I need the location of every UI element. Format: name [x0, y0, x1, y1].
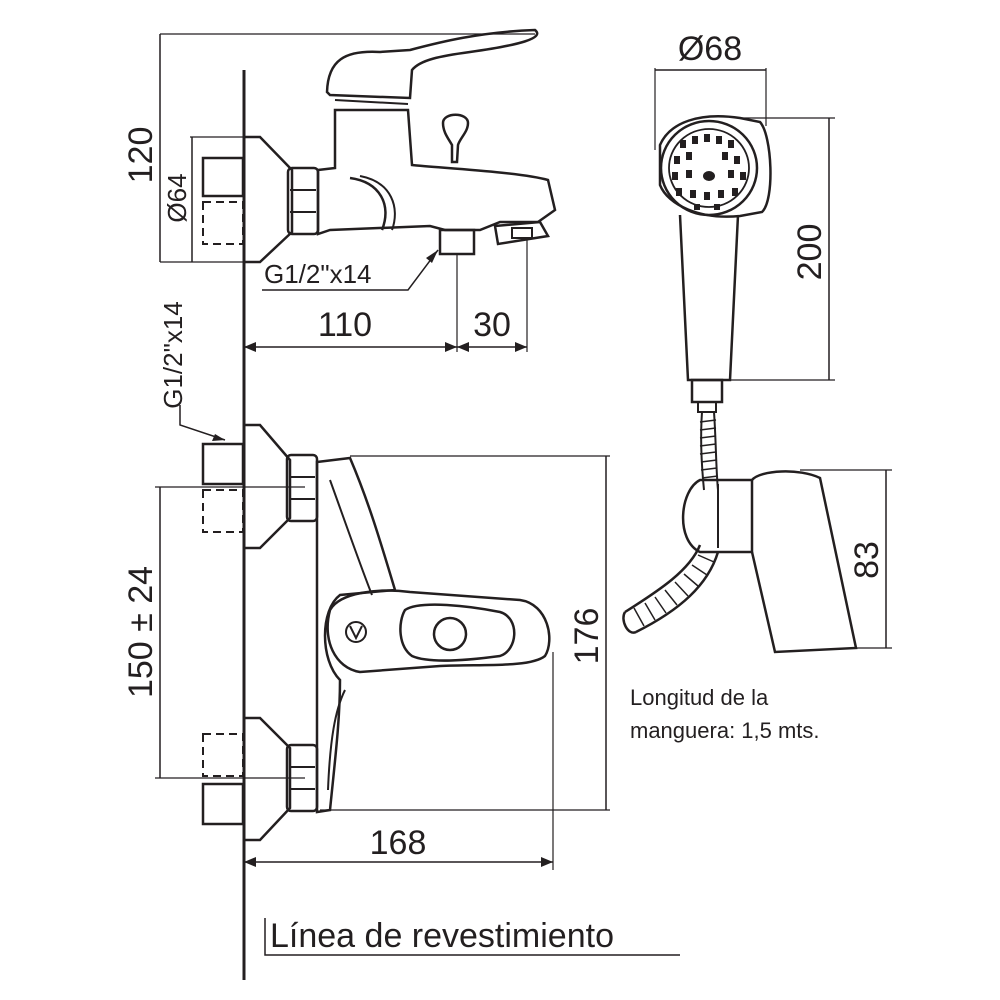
hose-coils	[699, 419, 719, 479]
dim-110-label: 110	[318, 306, 372, 344]
dim-68-label: Ø68	[678, 30, 742, 68]
hand-shower	[622, 115, 858, 654]
dim-height-83: 83	[800, 469, 892, 649]
dim-length-168: 168	[244, 652, 554, 870]
front-view-mixer	[201, 423, 551, 842]
hose-note-line2: manguera: 1,5 mts.	[630, 718, 820, 743]
side-view-mixer	[201, 28, 557, 264]
thread-side-label: G1/2"x14	[158, 301, 188, 409]
dim-120-label: 120	[122, 127, 160, 184]
wall-label: Línea de revestimiento	[264, 917, 680, 956]
dim-diameter-64: Ø64	[162, 136, 260, 262]
dim-64-label: Ø64	[162, 173, 192, 222]
hose-lower-coils	[633, 554, 715, 627]
dim-center-150: 150 ± 24	[122, 486, 305, 779]
dim-150-label: 150 ± 24	[122, 566, 160, 698]
dim-length-200: 200	[730, 117, 835, 381]
dim-200-label: 200	[791, 224, 829, 281]
dim-30-label: 30	[473, 306, 511, 344]
dim-83-label: 83	[848, 541, 886, 579]
dim-168-label: 168	[370, 824, 427, 862]
dim-height-120: 120	[122, 33, 535, 263]
dim-diameter-68: Ø68	[654, 30, 767, 150]
dim-depth-110-30: 110 30	[244, 240, 528, 352]
wall-label-text: Línea de revestimiento	[270, 917, 614, 955]
dim-thread-top: G1/2"x14	[262, 249, 439, 291]
dim-width-176: 176	[320, 455, 610, 811]
hose-note-line1: Longitud de la	[630, 685, 769, 710]
brand-logo-icon	[345, 621, 367, 643]
thread-top-label: G1/2"x14	[264, 259, 372, 289]
nozzle-pattern	[672, 134, 746, 210]
dim-176-label: 176	[568, 608, 606, 665]
dim-thread-side: G1/2"x14	[158, 301, 226, 441]
